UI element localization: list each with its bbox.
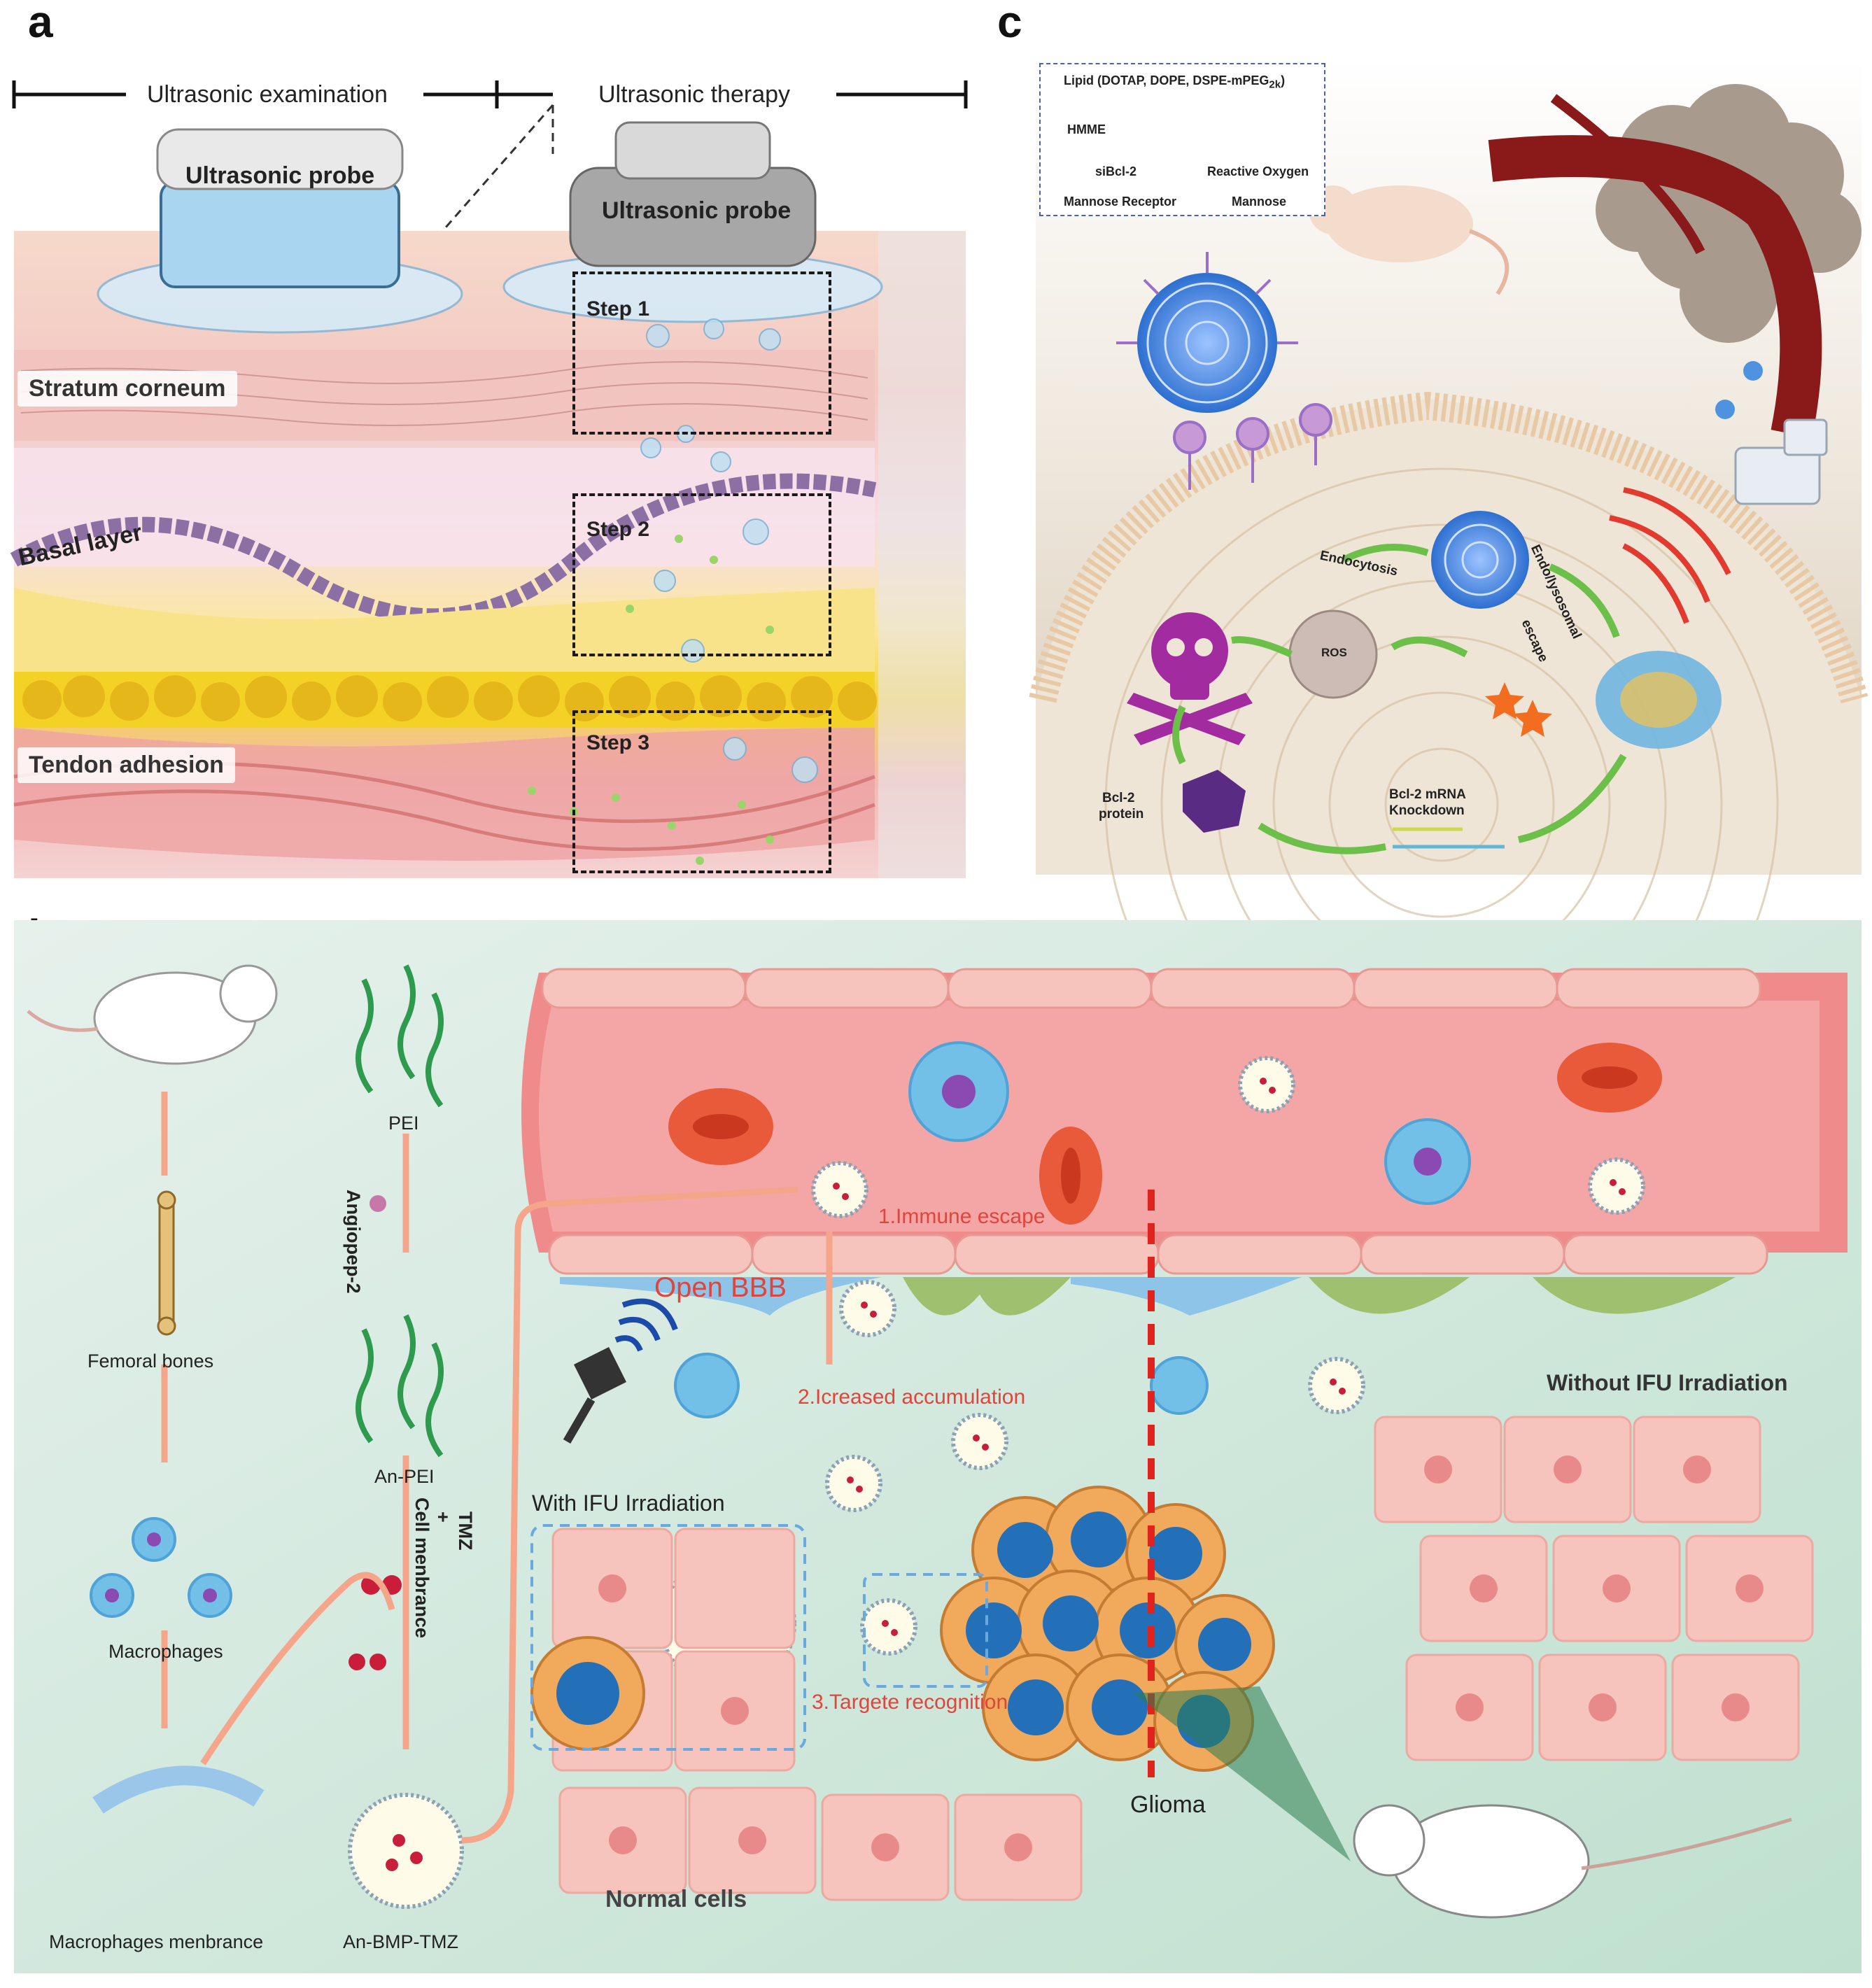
label-femoral-bones: Femoral bones bbox=[87, 1351, 214, 1372]
label-tmz: TMZ bbox=[455, 1511, 476, 1551]
label-cell-menbrance: Cell menbrance bbox=[411, 1497, 432, 1639]
legend-mannose: Mannose bbox=[1232, 195, 1287, 209]
probe-left-label: Ultrasonic probe bbox=[185, 162, 375, 189]
label-an-bmp-tmz: An-BMP-TMZ bbox=[343, 1931, 458, 1952]
label-an-pei: An-PEI bbox=[374, 1466, 435, 1487]
legend-hmme: HMME bbox=[1067, 122, 1106, 136]
step-3-box bbox=[572, 710, 831, 873]
legend-mannose-receptor: Mannose Receptor bbox=[1064, 195, 1177, 209]
step-1-box bbox=[572, 272, 831, 435]
label-open-bbb: Open BBB bbox=[654, 1272, 787, 1303]
label-immune-escape: 1.Immune escape bbox=[878, 1205, 1046, 1228]
label-without-ifu: Without IFU Irradiation bbox=[1547, 1370, 1788, 1395]
label-protein-1: Bcl-2 bbox=[1102, 791, 1135, 805]
label-macrophages: Macrophages bbox=[108, 1641, 223, 1662]
label-protein-2: protein bbox=[1099, 807, 1144, 822]
label-target-recognition: 3.Targete recognition bbox=[812, 1691, 1008, 1714]
label-knockdown-2: Knockdown bbox=[1389, 803, 1465, 818]
label-normal-cells: Normal cells bbox=[605, 1886, 747, 1912]
panel-a-letter: a bbox=[28, 0, 53, 47]
label-ros: ROS bbox=[1321, 646, 1347, 659]
layer-tendon-adhesion: Tendon adhesion bbox=[17, 747, 235, 783]
step-3-label: Step 3 bbox=[586, 731, 650, 754]
label-angiopep-2: Angiopep-2 bbox=[343, 1190, 364, 1294]
layer-stratum-corneum: Stratum corneum bbox=[17, 371, 237, 407]
label-with-ifu: With IFU Irradiation bbox=[532, 1490, 725, 1516]
legend-lipid-text: Lipid (DOTAP, DOPE, DSPE-mPEG bbox=[1064, 73, 1269, 87]
step-1-label: Step 1 bbox=[586, 297, 650, 320]
panel-c-letter: c bbox=[997, 0, 1022, 47]
probe-right-label: Ultrasonic probe bbox=[602, 197, 791, 224]
label-knockdown-1: Bcl-2 mRNA bbox=[1389, 787, 1466, 802]
header-left-label: Ultrasonic examination bbox=[147, 81, 388, 108]
legend-sibcl2: siBcl-2 bbox=[1095, 164, 1137, 178]
legend-lipid-sub: 2k bbox=[1269, 78, 1281, 91]
label-glioma: Glioma bbox=[1130, 1791, 1206, 1818]
legend-ros: Reactive Oxygen bbox=[1207, 164, 1309, 178]
label-macrophages-menbrance: Macrophages menbrance bbox=[49, 1931, 264, 1952]
legend-lipid-close: ) bbox=[1281, 73, 1286, 87]
label-tmz-plus: + bbox=[432, 1511, 453, 1523]
panel-c-legend bbox=[1039, 63, 1325, 216]
label-increased-accumulation: 2.Icreased accumulation bbox=[798, 1386, 1026, 1409]
step-2-box bbox=[572, 493, 831, 656]
legend-lipid: Lipid (DOTAP, DOPE, DSPE-mPEG2k) bbox=[1064, 73, 1285, 91]
header-right-label: Ultrasonic therapy bbox=[598, 81, 791, 108]
panel-a-header-bar bbox=[12, 80, 968, 108]
label-pei: PEI bbox=[388, 1113, 419, 1134]
step-2-label: Step 2 bbox=[586, 518, 650, 541]
